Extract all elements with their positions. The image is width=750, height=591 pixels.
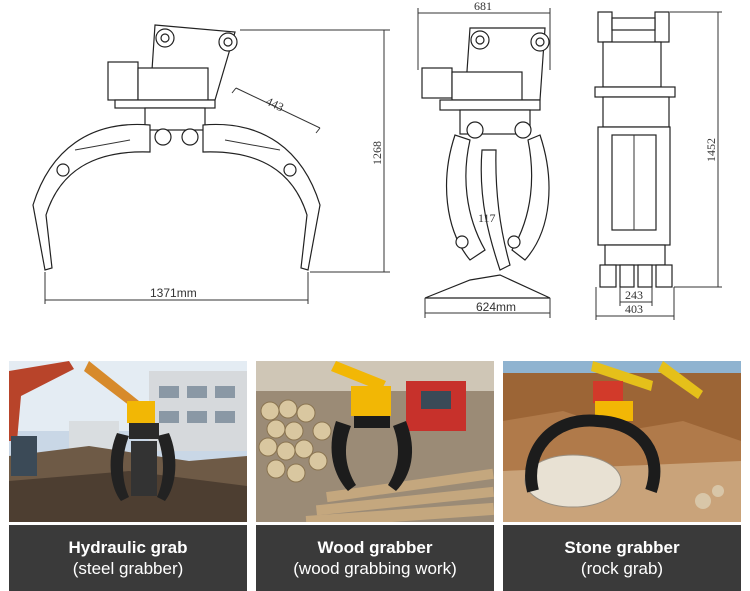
front-width-label: 1371mm xyxy=(150,286,197,300)
rear-view-drawing: 1452 243 403 xyxy=(594,11,722,320)
wood-grabber-photo xyxy=(256,361,494,522)
hydraulic-grab-photo xyxy=(9,361,247,522)
card-title: Stone grabber xyxy=(564,538,680,557)
rear-inner-label: 243 xyxy=(625,288,643,302)
front-arm-label: 443 xyxy=(264,94,286,114)
application-photos: Hydraulic grab (steel grabber) xyxy=(9,361,741,591)
stone-grabber-photo xyxy=(503,361,741,522)
rear-outer-label: 403 xyxy=(625,302,643,316)
side-bottom-label: 624mm xyxy=(476,300,516,314)
rear-height-label: 1452 xyxy=(704,138,718,162)
stone-grabber-caption: Stone grabber (rock grab) xyxy=(503,525,741,591)
hydraulic-grab-caption: Hydraulic grab (steel grabber) xyxy=(9,525,247,591)
card-title: Hydraulic grab xyxy=(68,538,188,557)
side-view-drawing: 681 117 624mm xyxy=(417,0,551,318)
technical-drawings: 1268 443 1371mm 681 117 6 xyxy=(32,0,722,320)
card-hydraulic-grab: Hydraulic grab (steel grabber) xyxy=(9,361,247,591)
card-title: Wood grabber xyxy=(317,538,433,557)
card-subtitle: (wood grabbing work) xyxy=(293,559,457,578)
card-subtitle: (steel grabber) xyxy=(72,559,184,578)
side-width-label: 681 xyxy=(474,0,492,13)
front-view-drawing: 1268 443 1371mm xyxy=(32,24,390,304)
wood-grabber-caption: Wood grabber (wood grabbing work) xyxy=(256,525,494,591)
side-angle-label: 117 xyxy=(478,211,496,225)
front-height-label: 1268 xyxy=(370,141,384,165)
card-subtitle: (rock grab) xyxy=(580,559,664,578)
card-stone-grabber: Stone grabber (rock grab) xyxy=(503,361,741,591)
card-wood-grabber: Wood grabber (wood grabbing work) xyxy=(256,361,494,591)
